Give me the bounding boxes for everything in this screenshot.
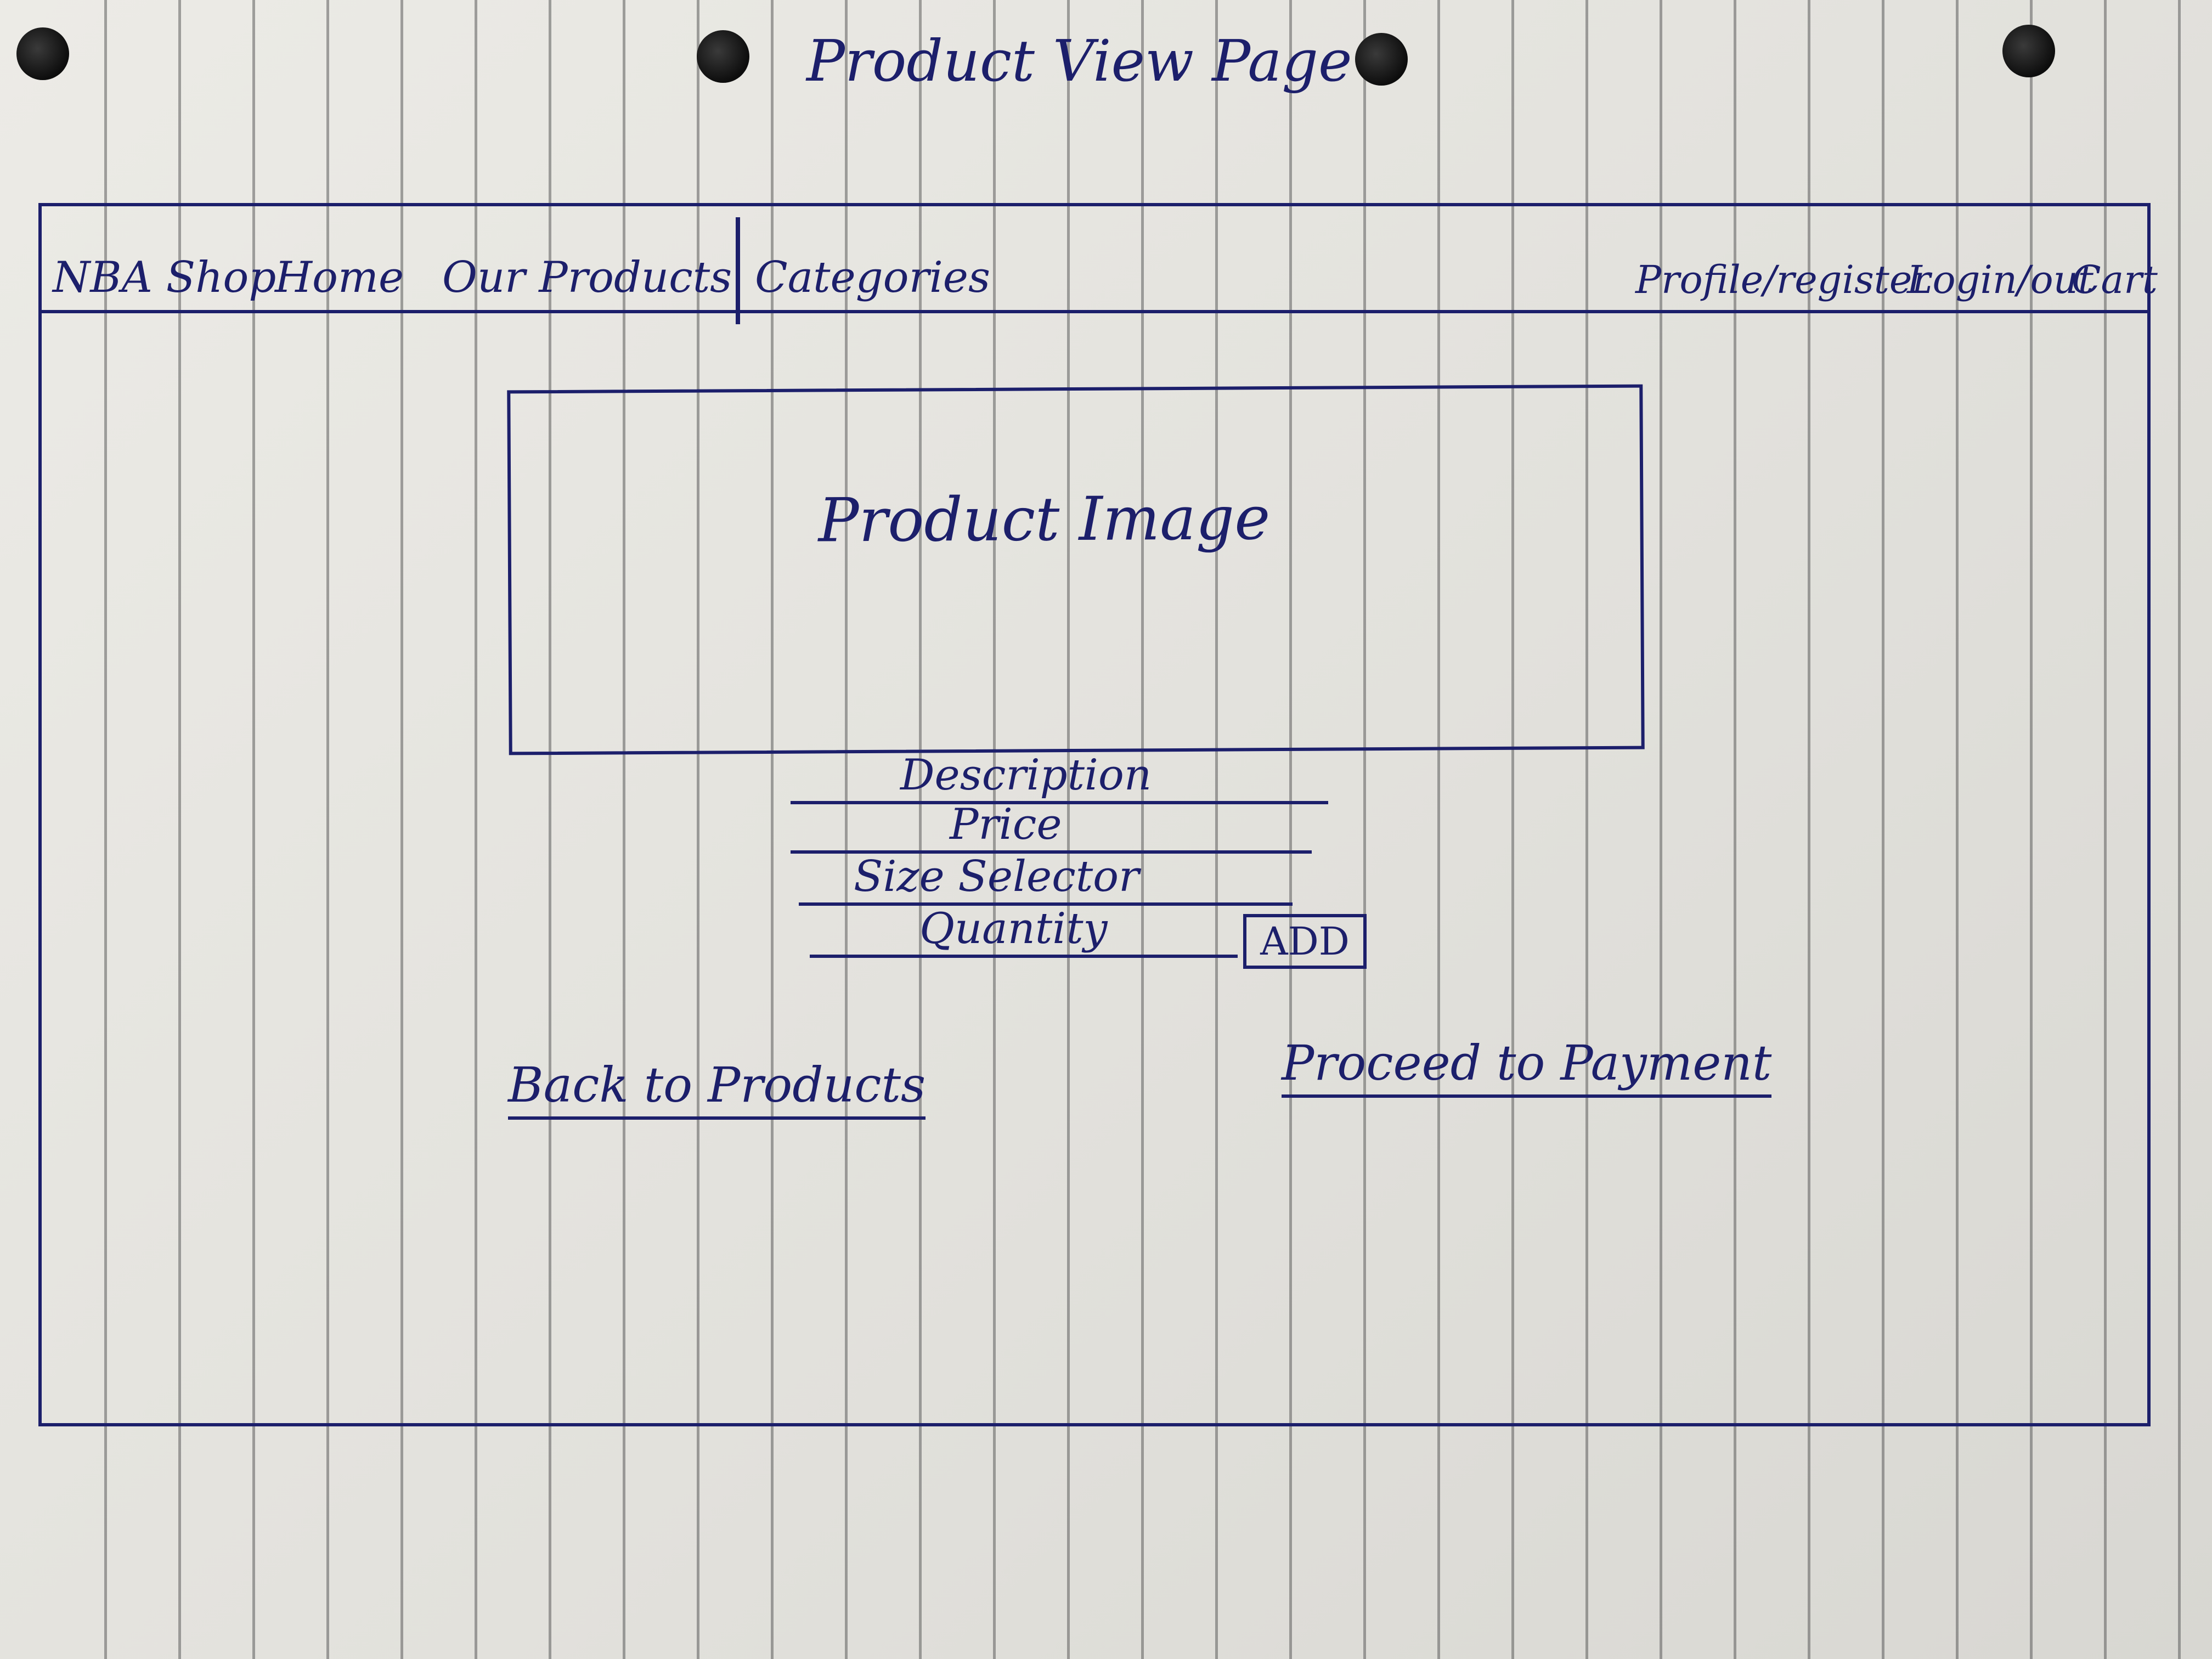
wireframe-frame: NBA Shop Home Our Products Categories Pr… <box>38 203 2158 1426</box>
rule-line <box>1289 0 1292 1659</box>
rule-line <box>2104 0 2107 1659</box>
nav-divider <box>736 217 740 324</box>
rule-line <box>623 0 625 1659</box>
nav-our-products[interactable]: Our Products <box>442 253 732 302</box>
rule-line <box>1585 0 1588 1659</box>
nav-brand[interactable]: NBA Shop <box>53 253 276 302</box>
rule-line <box>1511 0 1514 1659</box>
nav-login-out[interactable]: Login/out <box>1907 257 2094 302</box>
navbar: NBA Shop Home Our Products Categories Pr… <box>42 206 2158 324</box>
rule-line <box>697 0 699 1659</box>
price-label: Price <box>950 800 1062 849</box>
price-field: Price <box>791 800 1312 854</box>
size-selector-label: Size Selector <box>854 852 1139 901</box>
rule-line <box>104 0 107 1659</box>
rule-line <box>326 0 329 1659</box>
rule-line <box>1808 0 1810 1659</box>
binder-hole <box>697 30 749 83</box>
product-image-placeholder: Product Image <box>507 384 1645 755</box>
rule-line <box>1437 0 1440 1659</box>
binder-hole <box>1355 33 1408 86</box>
rule-line <box>2030 0 2033 1659</box>
rule-line <box>178 0 181 1659</box>
rule-line <box>1956 0 1959 1659</box>
nav-home[interactable]: Home <box>275 253 404 302</box>
rule-line <box>919 0 922 1659</box>
rule-line <box>1141 0 1144 1659</box>
rule-line <box>252 0 255 1659</box>
rule-line <box>1363 0 1366 1659</box>
nav-cart[interactable]: Cart <box>2072 257 2158 302</box>
description-field: Description <box>791 751 1328 804</box>
quantity-label: Quantity <box>919 904 1108 953</box>
nav-categories[interactable]: Categories <box>755 253 990 302</box>
description-label: Description <box>900 751 1152 800</box>
rule-line <box>1215 0 1218 1659</box>
rule-line <box>1660 0 1662 1659</box>
rule-line <box>1067 0 1070 1659</box>
product-image-label: Product Image <box>818 483 1271 556</box>
back-to-products-link[interactable]: Back to Products <box>508 1057 926 1120</box>
rule-line <box>549 0 551 1659</box>
rule-line <box>1882 0 1884 1659</box>
rule-line <box>771 0 774 1659</box>
binder-hole <box>2002 25 2055 77</box>
rule-line <box>1734 0 1736 1659</box>
rule-line <box>845 0 848 1659</box>
rule-line <box>400 0 403 1659</box>
page-title: Product View Page <box>806 27 1352 94</box>
quantity-field[interactable]: Quantity <box>810 904 1238 958</box>
proceed-to-payment-link[interactable]: Proceed to Payment <box>1282 1035 1772 1098</box>
rule-line <box>993 0 996 1659</box>
nav-profile-register[interactable]: Profile/register <box>1635 257 1931 302</box>
size-selector[interactable]: Size Selector <box>799 852 1293 906</box>
rule-line <box>475 0 477 1659</box>
add-to-cart-button[interactable]: ADD <box>1243 914 1367 969</box>
rule-line <box>2178 0 2181 1659</box>
binder-hole <box>16 27 69 80</box>
